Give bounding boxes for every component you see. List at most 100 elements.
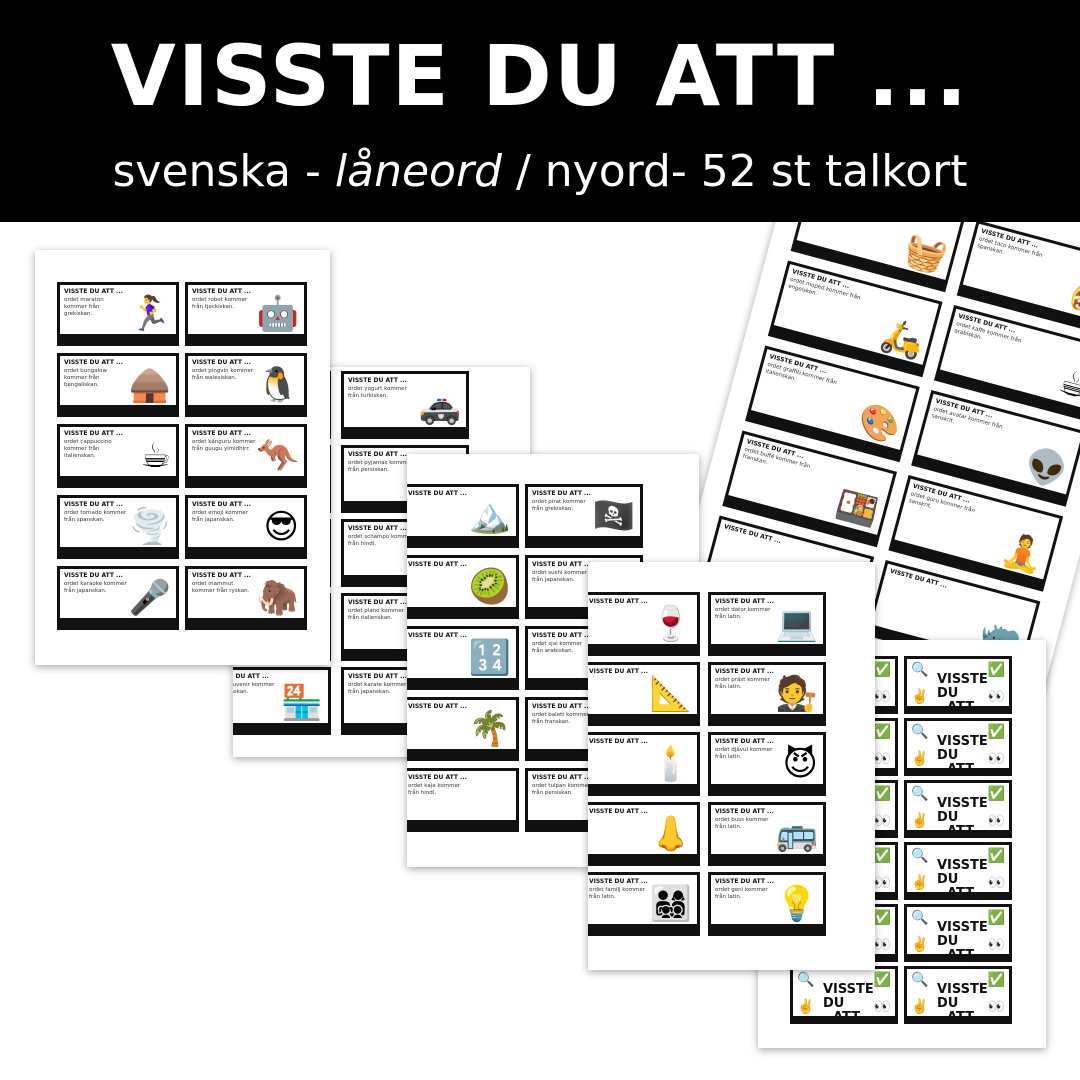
card-title: VISSTE DU ATT ... (233, 673, 269, 680)
card-title: VISSTE DU ATT ... (348, 599, 407, 606)
card-title: VISSTE DU ATT ... (348, 673, 407, 680)
eyes-icon: 👀 (987, 999, 1005, 1015)
card-title: VISSTE DU ATT ... (192, 288, 251, 295)
card-grid: VISSTE DU ATT ... ordet maraton kommer fr… (57, 282, 307, 630)
cover-label-line1: VISSTE DU (937, 982, 988, 1011)
talkort-card: VISSTE DU ATT ...ordet souvenir kommer f… (233, 667, 331, 735)
card-title: VISSTE DU ATT ... (532, 703, 591, 710)
talkort-card: VISSTE DU ATT ... ordet dator kommer från… (708, 592, 826, 656)
peace-hand-icon: ✌️ (911, 751, 929, 767)
card-title: VISSTE DU ATT ... (589, 738, 648, 745)
card-text: ordet geni kommer från latin. (715, 887, 768, 900)
card-footer: Amanda Nylander - frokenamandan (419, 752, 501, 757)
card-footer: Amanda Nylander - frokenamandan (77, 337, 159, 342)
card-text: ordet bungalow kommer från bengaliskan. (64, 368, 108, 388)
eyes-icon: 👀 (873, 689, 891, 705)
card-footer: Amanda Nylander - frokenamandan (419, 681, 501, 686)
eyes-icon: 👀 (873, 999, 891, 1015)
card-title: VISSTE DU ATT ... (408, 561, 467, 568)
card-title: VISSTE DU ATT ... (589, 668, 648, 675)
card-footer: Amanda Nylander - frokenamandan (726, 927, 808, 932)
card-illustration-icon: 👃 (649, 814, 692, 854)
card-text: ordet mammut kommer från ryskan. (192, 581, 250, 594)
check-icon: ✅ (873, 910, 891, 926)
card-illustration-icon: 🧑‍⚖️ (775, 674, 818, 714)
talkort-card: VISSTE DU ATT ...ordet familj kommer frå… (588, 872, 700, 936)
card-footer: Amanda Nylander - frokenamandan (600, 857, 682, 862)
card-illustration-icon: 🌴 (468, 709, 511, 749)
card-footer: Amanda Nylander - frokenamandan (600, 647, 682, 652)
talkort-card: VISSTE DU ATT ...ordet cappuccino kommer… (57, 424, 179, 488)
card-illustration-icon: 🐧 (256, 365, 299, 405)
talkort-card: VISSTE DU ATT ... ordet geni kommer från … (708, 872, 826, 936)
card-title: VISSTE DU ATT ... (715, 738, 774, 745)
page-title: VISSTE DU ATT ... (110, 27, 970, 125)
talkort-card: VISSTE DU ATT ...🏔️Amanda Nylander - fro… (407, 484, 519, 548)
cover-label-line2: ATT ... (947, 948, 994, 962)
card-illustration-icon: 😎 (263, 507, 299, 547)
magnifier-icon: 🔍 (911, 910, 929, 926)
eyes-icon: 👀 (873, 937, 891, 953)
card-title: VISSTE DU ATT ... (715, 808, 774, 815)
cover-label-line2: ATT ... (833, 1010, 880, 1024)
card-illustration-icon: 🍷 (649, 604, 692, 644)
card-illustration-icon: 🧺 (899, 228, 951, 279)
card-text: ordet maraton kommer från grekiskan. (64, 297, 104, 317)
card-title: VISSTE DU ATT ... (64, 288, 123, 295)
cover-label-line2: ATT ... (947, 700, 994, 714)
peace-hand-icon: ✌️ (911, 937, 929, 953)
sheet-fourth: VISSTE DU ATT ... 🍷 Amanda Nylander - frok… (588, 562, 875, 970)
card-footer: Amanda Nylander - frokenamandan (77, 479, 159, 484)
talkort-card: VISSTE DU ATT ...ordet emoji kommer från… (185, 495, 307, 559)
card-illustration-icon: 🏃‍♀️ (128, 294, 171, 334)
card-title: VISSTE DU ATT ... (715, 598, 774, 605)
talkort-card: VISSTE DU ATT ...🥝Amanda Nylander - frok… (407, 555, 519, 619)
eyes-icon: 👀 (987, 689, 1005, 705)
title-banner: VISSTE DU ATT ... svenska - låneord / ny… (0, 0, 1080, 222)
card-illustration-icon: ☕ (1054, 361, 1080, 409)
card-title: VISSTE DU ATT ... (532, 774, 591, 781)
card-illustration-icon: 🔢 (468, 638, 511, 678)
talkort-card: VISSTE DU ATT ...ordet djävul kommer frå… (708, 732, 826, 796)
card-illustration-icon: 🕯️ (649, 744, 692, 784)
check-icon: ✅ (873, 972, 891, 988)
talkort-card: VISSTE DU ATT ...ordet pirat kommer från… (525, 484, 643, 548)
card-title: VISSTE DU ATT ... (715, 878, 774, 885)
card-footer: Amanda Nylander - frokenamandan (233, 726, 308, 731)
card-title: VISSTE DU ATT ... (64, 572, 123, 579)
card-text: ordet karaoke kommer från japanskan. (64, 581, 127, 594)
card-illustration-icon: 🦘 (256, 436, 299, 476)
cover-label-line1: VISSTE DU (937, 796, 988, 825)
page-subtitle: svenska - låneord / nyord- 52 st talkort (0, 142, 1080, 202)
card-title: VISSTE DU ATT ... (408, 774, 467, 781)
card-illustration-icon: 😈 (782, 744, 818, 784)
magnifier-icon: 🔍 (911, 786, 929, 802)
cover-label-line1: VISSTE DU (937, 734, 988, 763)
card-text: ordet robot kommer från tjeckiskan. (192, 297, 248, 310)
check-icon: ✅ (987, 848, 1005, 864)
card-text: ordet kaja kommer från hindi. (408, 783, 461, 796)
card-text: ordet piano kommer från italienskan. (348, 608, 405, 621)
card-title: VISSTE DU ATT ... (715, 668, 774, 675)
card-title: VISSTE DU ATT ... (348, 525, 407, 532)
check-icon: ✅ (873, 662, 891, 678)
card-text: ordet sjal kommer från arabiskan. (532, 641, 583, 654)
talkort-card: VISSTE DU ATT ...ordet pingvin kommer fr… (185, 353, 307, 417)
talkort-card: VISSTE DU ATT ... ordet karaoke kommer fr… (57, 566, 179, 630)
card-text: ordet dator kommer från latin. (715, 607, 771, 620)
magnifier-icon: 🔍 (911, 662, 929, 678)
card-illustration-icon: 👨‍👩‍👧‍👦 (649, 884, 692, 924)
card-title: VISSTE DU ATT ... (589, 808, 648, 815)
card-illustration-icon: 🛖 (128, 365, 171, 405)
talkort-card: VISSTE DU ATT ...ordet bungalow kommer f… (57, 353, 179, 417)
card-text: ordet tornado kommer från spanskan. (64, 510, 127, 523)
card-illustration-icon: 🧘 (997, 528, 1049, 579)
card-text: ordet emoji kommer från japanskan. (192, 510, 248, 523)
card-illustration-icon: 🥝 (468, 567, 511, 607)
talkort-card: VISSTE DU ATT ...👃 Amanda Nylander - frok… (588, 802, 700, 866)
